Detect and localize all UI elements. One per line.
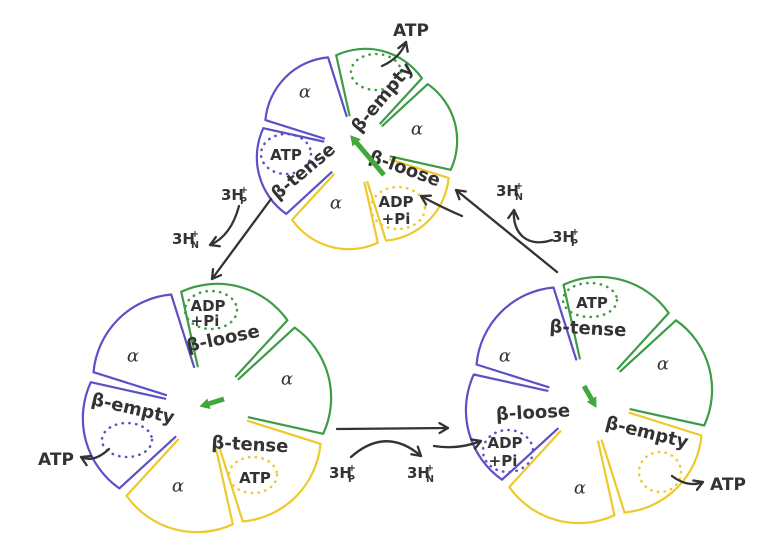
atp-release-arrow-left	[79, 447, 111, 467]
proton-label-left-in: 3H	[221, 186, 244, 204]
alpha-subunit-outline	[291, 173, 379, 251]
proton-flow-arrow-right	[507, 208, 554, 244]
atp-label-top: ATP	[393, 21, 429, 41]
atp-label-right: ATP	[710, 475, 746, 495]
beta-subunit-outline	[180, 282, 289, 378]
beta-subunit-outline	[255, 127, 333, 215]
nucleotide-binding-site-circle	[481, 428, 535, 474]
beta-state-label: β-tense	[211, 432, 289, 457]
site-content-label: ADP	[487, 434, 522, 452]
proton-sup-bottom-out: +	[426, 463, 434, 474]
proton-sub-left-in: P	[240, 196, 247, 207]
alpha-subunit-outline	[264, 56, 348, 140]
external-labels-group: ATP ATP ATP 3H + P 3H + N 3H + N 3H + P …	[38, 21, 746, 495]
proton-sup-bottom-in: +	[348, 463, 356, 474]
proton-sub-bottom-in: P	[348, 474, 355, 485]
proton-sup-right-in: +	[571, 227, 579, 238]
alpha-subunit-label: α	[499, 345, 511, 366]
alpha-subunit-outline	[475, 286, 578, 389]
proton-sub-right-out: N	[515, 192, 523, 203]
alpha-subunit-outline	[237, 326, 333, 435]
alpha-subunit-label: α	[411, 118, 423, 139]
alpha-subunit-label: α	[127, 345, 139, 366]
beta-subunit-outline	[562, 275, 670, 370]
alpha-subunit-outline	[125, 438, 234, 534]
proton-sup-right-out: +	[515, 181, 523, 192]
proton-label-left-out: 3H	[172, 230, 195, 248]
substrate-entry-arrow-right-circle	[432, 438, 483, 450]
alpha-subunit-label: α	[172, 475, 184, 496]
proton-sub-right-in: P	[571, 238, 578, 249]
rotation-step-arrow-bottom	[335, 421, 450, 435]
gamma-rotation-arrow	[581, 384, 597, 408]
proton-label-right-in: 3H	[552, 228, 575, 246]
beta-subunit-outline	[600, 411, 703, 514]
proton-sub-left-out: N	[191, 240, 199, 251]
nucleotide-binding-site-circle	[100, 421, 154, 459]
proton-flow-arrow-bottom	[349, 440, 423, 459]
rotation-step-arrow-right	[454, 188, 559, 274]
proton-label-right-out: 3H	[496, 182, 519, 200]
alpha-subunit-label: α	[299, 81, 311, 102]
proton-label-bottom-out: 3H	[407, 464, 430, 482]
alpha-subunit-label: α	[330, 192, 342, 213]
site-content-label: ATP	[270, 146, 302, 164]
site-content-label: ADP	[190, 297, 225, 315]
proton-sup-left-out: +	[191, 229, 199, 240]
atp-release-arrow-right	[670, 474, 705, 491]
beta-subunit-outline	[81, 381, 177, 490]
substrate-entry-arrow-top-circle	[419, 194, 464, 218]
nucleotide-binding-site-circle	[349, 52, 403, 92]
transition-arrows-group	[79, 40, 705, 491]
site-content-label: +Pi	[489, 452, 518, 470]
nucleotide-binding-site-circle	[183, 289, 239, 331]
nucleotide-binding-site-circle	[227, 455, 279, 495]
beta-subunit-outline	[335, 47, 423, 125]
alpha-subunit-label: α	[657, 353, 669, 374]
beta-state-label: β-tense	[549, 316, 627, 341]
gamma-rotation-arrow	[199, 396, 225, 409]
alpha-subunit-outline	[381, 83, 459, 171]
rosettes-group: β-emptyβ-looseADP+Piβ-tenseATPαααβ-loose…	[81, 47, 714, 534]
site-content-label: ATP	[576, 294, 608, 312]
beta-subunit-outline	[366, 158, 450, 242]
nucleotide-binding-site-circle	[637, 450, 683, 494]
beta-subunit-outline	[218, 419, 322, 523]
beta-subunit-outline	[464, 373, 559, 481]
alpha-subunit-outline	[92, 293, 196, 397]
beta-state-label: β-loose	[495, 400, 570, 425]
proton-flow-arrow-left	[208, 204, 241, 248]
site-content-label: ATP	[239, 469, 271, 487]
site-content-label: +Pi	[382, 210, 411, 228]
alpha-subunit-label: α	[574, 477, 586, 498]
atp-release-arrow-top	[380, 40, 409, 68]
proton-sub-bottom-out: N	[426, 474, 434, 485]
alpha-subunit-outline	[508, 430, 616, 525]
nucleotide-binding-site-circle	[259, 132, 313, 176]
rotation-step-arrow-left	[210, 197, 273, 281]
nucleotide-binding-site-circle	[561, 281, 619, 319]
alpha-subunit-outline	[619, 319, 714, 427]
proton-sup-left-in: +	[240, 185, 248, 196]
alpha-subunit-label: α	[281, 368, 293, 389]
site-content-label: ADP	[378, 193, 413, 211]
site-content-label: +Pi	[191, 312, 220, 330]
gamma-rotation-arrow	[350, 135, 386, 177]
nucleotide-binding-site-circle	[369, 185, 427, 231]
proton-label-bottom-in: 3H	[329, 464, 352, 482]
atp-label-left: ATP	[38, 450, 74, 470]
